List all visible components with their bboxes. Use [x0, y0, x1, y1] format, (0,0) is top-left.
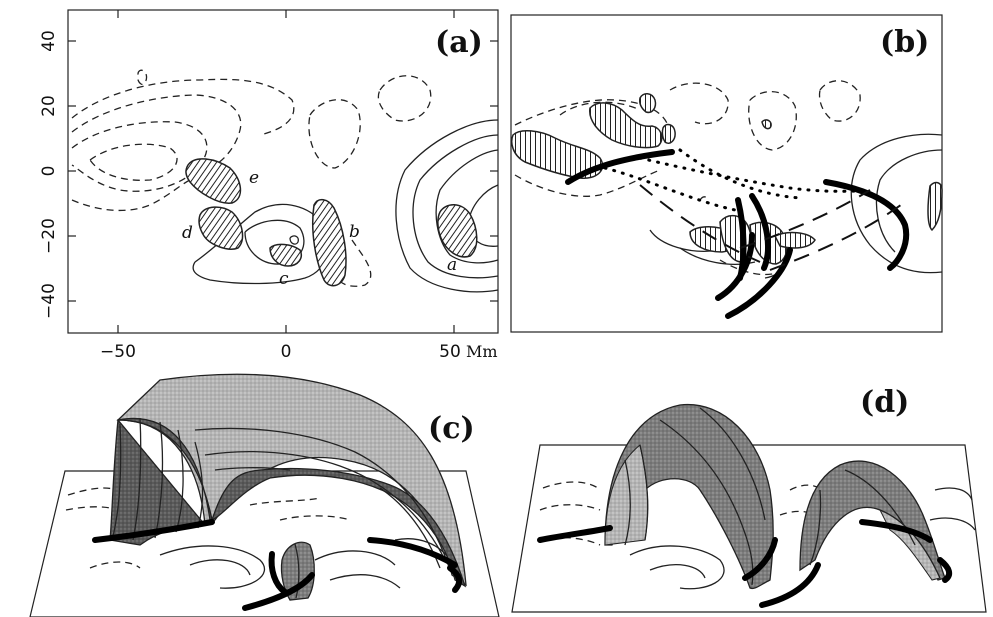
region-label-a: a	[447, 255, 457, 275]
y-tick-label: 20	[39, 95, 59, 117]
panel-d: (d)	[512, 385, 986, 612]
panel-label-b: (b)	[880, 25, 929, 60]
y-tick-label: 40	[39, 30, 59, 52]
region-label-d: d	[182, 223, 193, 243]
region-label-b: b	[349, 222, 360, 242]
region-c	[270, 244, 301, 266]
hatched-region	[662, 125, 675, 144]
x-axis-unit: Mm	[466, 342, 498, 361]
filament	[826, 182, 906, 268]
x-tick-label: −50	[100, 342, 136, 362]
panel-a: 40 20 0 −20 −40 −50 0 50 Mm	[39, 10, 498, 362]
panel-label-c: (c)	[428, 411, 475, 446]
panel-label-a: (a)	[435, 25, 483, 60]
filaments	[95, 522, 459, 608]
y-tick-label: −20	[39, 218, 59, 254]
panel-label-d: (d)	[860, 385, 909, 420]
x-tick-label: 0	[281, 342, 292, 362]
region-d	[199, 207, 242, 249]
panel-b: (b)	[511, 15, 942, 332]
x-axis: −50 0 50 Mm	[100, 10, 498, 362]
region-label-c: c	[279, 269, 289, 289]
hatched-region	[928, 183, 942, 230]
y-tick-label: −40	[39, 283, 59, 319]
y-axis: 40 20 0 −20 −40	[39, 30, 498, 319]
field-lines	[605, 150, 905, 270]
x-tick-label: 50	[439, 342, 461, 362]
hatched-region	[762, 120, 771, 129]
hatched-region	[775, 233, 815, 248]
panel-c: (c)	[30, 374, 499, 617]
region-b	[313, 200, 346, 286]
region-label-e: e	[249, 168, 259, 188]
filament	[540, 528, 610, 540]
y-tick-label: 0	[39, 166, 59, 177]
region-e	[186, 159, 241, 203]
flux-rope-arch-left	[605, 405, 773, 589]
hatched-region	[640, 94, 656, 113]
